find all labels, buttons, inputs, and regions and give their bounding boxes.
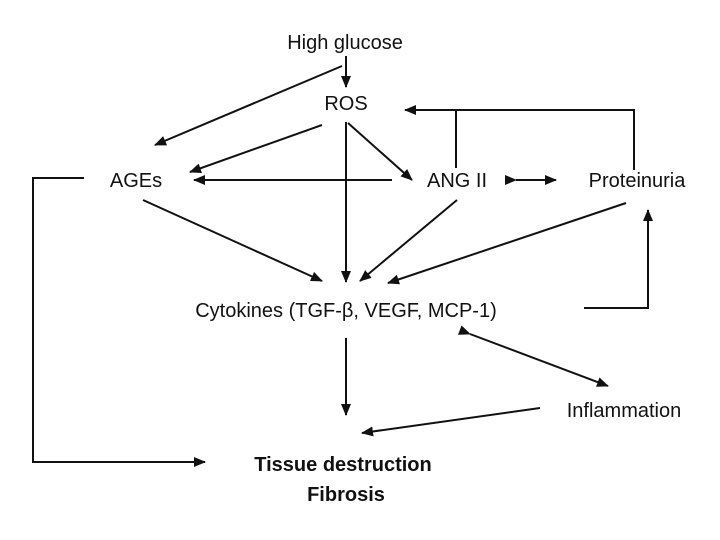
nodes: High glucose ROS AGEs ANG II Proteinuria… — [110, 32, 686, 506]
node-ros: ROS — [324, 93, 367, 115]
node-tissue-destruction: Tissue destruction — [254, 454, 431, 476]
edges — [32, 56, 653, 467]
node-inflammation: Inflammation — [567, 400, 682, 422]
edge-inflammation-to-tissue-destruction — [361, 407, 541, 437]
edge-high-glucose-to-ages — [154, 65, 343, 146]
edge-cytokines-inflammation — [457, 325, 609, 387]
edge-ros-to-ang-ii — [347, 122, 413, 181]
node-high-glucose: High glucose — [287, 32, 403, 54]
node-fibrosis: Fibrosis — [307, 484, 385, 506]
node-ages: AGEs — [110, 170, 162, 192]
node-ang-ii: ANG II — [427, 170, 487, 192]
node-proteinuria: Proteinuria — [589, 170, 687, 192]
edge-cytokines-to-proteinuria — [584, 209, 653, 309]
edge-ages-to-cytokines — [142, 199, 323, 282]
edge-proteinuria-to-ros — [404, 105, 635, 170]
edge-proteinuria-to-cytokines — [387, 202, 627, 285]
node-cytokines: Cytokines (TGF-β, VEGF, MCP-1) — [195, 300, 497, 322]
edge-ages-to-tissue-destruction — [32, 177, 206, 467]
edge-ang-ii-to-cytokines — [359, 199, 458, 282]
edge-ros-to-ages — [189, 124, 323, 174]
